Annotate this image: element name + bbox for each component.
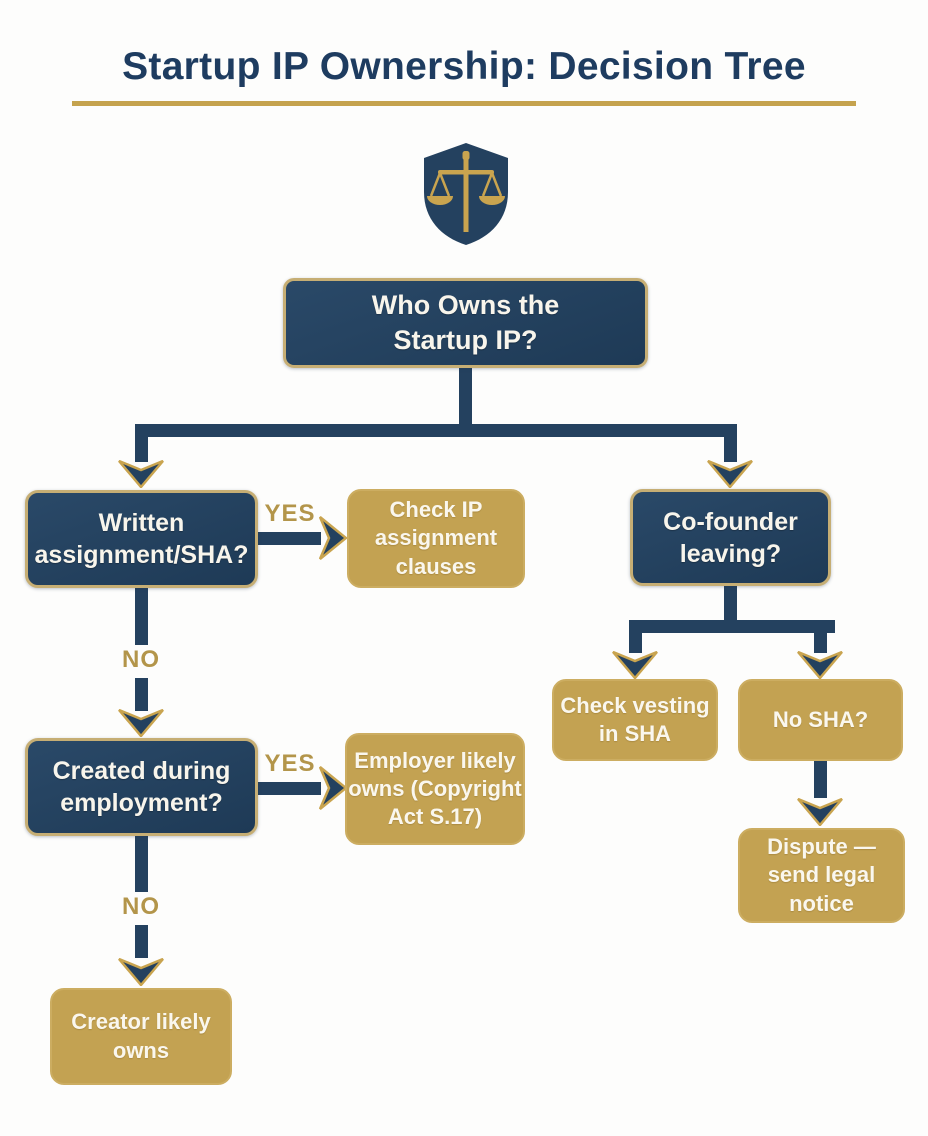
down-arrowhead-icon [118, 460, 164, 488]
connector-no-down [135, 587, 148, 645]
node-written-assignment-question: Written assignment/SHA? [25, 490, 258, 588]
node-check-ip-clauses-outcome: Check IP assignment clauses [347, 489, 525, 588]
down-arrowhead-icon [118, 709, 164, 737]
edge-label-yes: YES [264, 500, 316, 527]
connector-no-down [135, 678, 148, 711]
node-dispute-legal-notice-outcome: Dispute — send legal notice [738, 828, 905, 923]
edge-label-yes: YES [264, 750, 316, 777]
connector-no-down [135, 835, 148, 892]
node-creator-owns-outcome: Creator likely owns [50, 988, 232, 1085]
node-employer-owns-outcome: Employer likely owns (Copyright Act S.17… [345, 733, 525, 845]
down-arrowhead-icon [118, 958, 164, 986]
right-arrowhead-icon [319, 516, 347, 560]
right-arrowhead-icon [319, 766, 347, 810]
connector-top-horizontal [135, 424, 737, 437]
node-no-sha-outcome: No SHA? [738, 679, 903, 761]
edge-label-no: NO [122, 893, 160, 920]
connector-right-branch-down [724, 435, 737, 462]
scales-of-justice-shield-icon [424, 143, 508, 245]
page-title: Startup IP Ownership: Decision Tree [122, 45, 806, 88]
connector-cofounder-down [724, 585, 737, 622]
node-created-during-employment-question: Created during employment? [25, 738, 258, 836]
node-root-question: Who Owns the Startup IP? [283, 278, 648, 368]
connector-cofounder-horizontal [629, 620, 835, 633]
down-arrowhead-icon [797, 798, 843, 826]
connector-yes-right [258, 532, 321, 545]
connector-no-down [135, 925, 148, 958]
connector-root-down [459, 367, 472, 426]
down-arrowhead-icon [612, 651, 658, 679]
connector-vesting-down [629, 632, 642, 653]
down-arrowhead-icon [707, 460, 753, 488]
node-cofounder-leaving-question: Co-founder leaving? [630, 489, 831, 586]
connector-dispute-down [814, 760, 827, 798]
down-arrowhead-icon [797, 651, 843, 679]
node-check-vesting-outcome: Check vesting in SHA [552, 679, 718, 761]
connector-left-branch-down [135, 435, 148, 462]
connector-nosha-down [814, 632, 827, 653]
title-underline [72, 101, 856, 106]
connector-yes-right [258, 782, 321, 795]
edge-label-no: NO [122, 646, 160, 673]
